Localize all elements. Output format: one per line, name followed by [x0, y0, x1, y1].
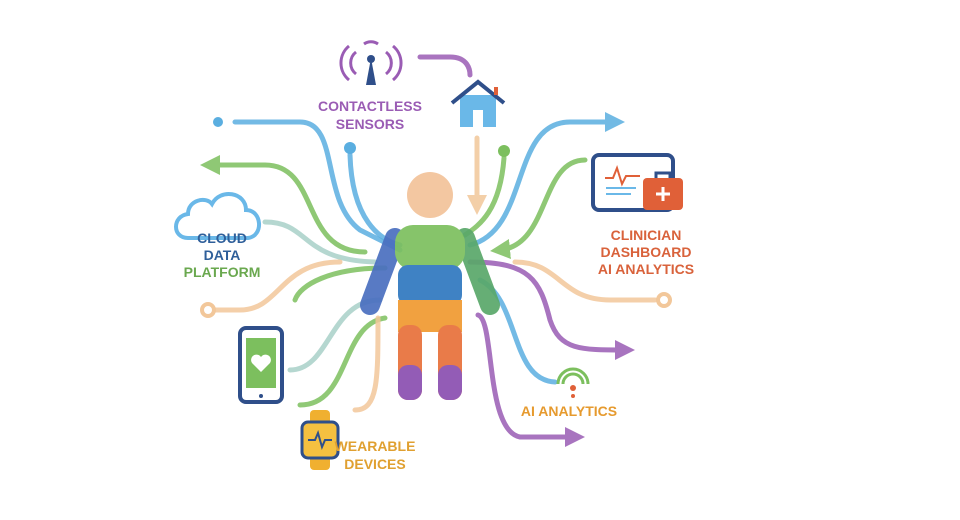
torso-upper [395, 225, 465, 270]
label-ai-analytics: AI ANALYTICS [521, 403, 617, 419]
right-arm [455, 228, 500, 315]
label-line: WEARABLE [335, 438, 416, 454]
connector-arrow [200, 155, 368, 255]
ai-signal-icon [556, 367, 590, 398]
torso-lower [398, 265, 462, 305]
connector-line [262, 219, 378, 265]
person-figure [360, 172, 500, 400]
label-contactless-sensors: CONTACTLESS SENSORS [318, 98, 422, 132]
house-icon [450, 79, 506, 127]
connector-arrow [490, 157, 588, 259]
node-dot [213, 117, 223, 127]
connector-arrow [467, 112, 625, 248]
label-cloud-data-platform: CLOUD DATA PLATFORM [184, 230, 261, 280]
label-line: PLATFORM [184, 264, 261, 280]
smartwatch-icon [300, 410, 340, 470]
label-line: CONTACTLESS [318, 98, 422, 114]
node-ring [200, 302, 216, 318]
node-dot [498, 145, 510, 157]
node-dot [344, 142, 356, 154]
connector-arrow [475, 312, 585, 447]
label-line: CLOUD [197, 230, 247, 246]
connector-line [232, 119, 403, 253]
connector-line [417, 54, 473, 78]
left-foot [398, 365, 422, 400]
label-line: DATA [204, 247, 241, 263]
connector-arrow [467, 259, 635, 360]
smartphone-heart-icon [238, 326, 284, 404]
label-wearable-devices: WEARABLE DEVICES [335, 438, 416, 472]
clinician-dashboard-icon [591, 153, 683, 212]
label-line: AI ANALYTICS [598, 261, 694, 277]
head [407, 172, 453, 218]
label-line: DEVICES [344, 456, 405, 472]
connector-line [212, 259, 343, 313]
cloud-icon [174, 192, 261, 240]
left-arm [360, 228, 405, 315]
right-foot [438, 365, 462, 400]
antenna-icon [339, 40, 403, 85]
label-clinician-dashboard: CLINICIAN DASHBOARD AI ANALYTICS [598, 227, 694, 277]
label-line: CLINICIAN [611, 227, 682, 243]
connector-line [512, 259, 658, 303]
connector-line [297, 315, 388, 408]
connector-line [352, 315, 381, 413]
label-line: SENSORS [336, 116, 404, 132]
label-line: DASHBOARD [601, 244, 692, 260]
connector-line [292, 265, 388, 303]
node-ring [656, 292, 672, 308]
